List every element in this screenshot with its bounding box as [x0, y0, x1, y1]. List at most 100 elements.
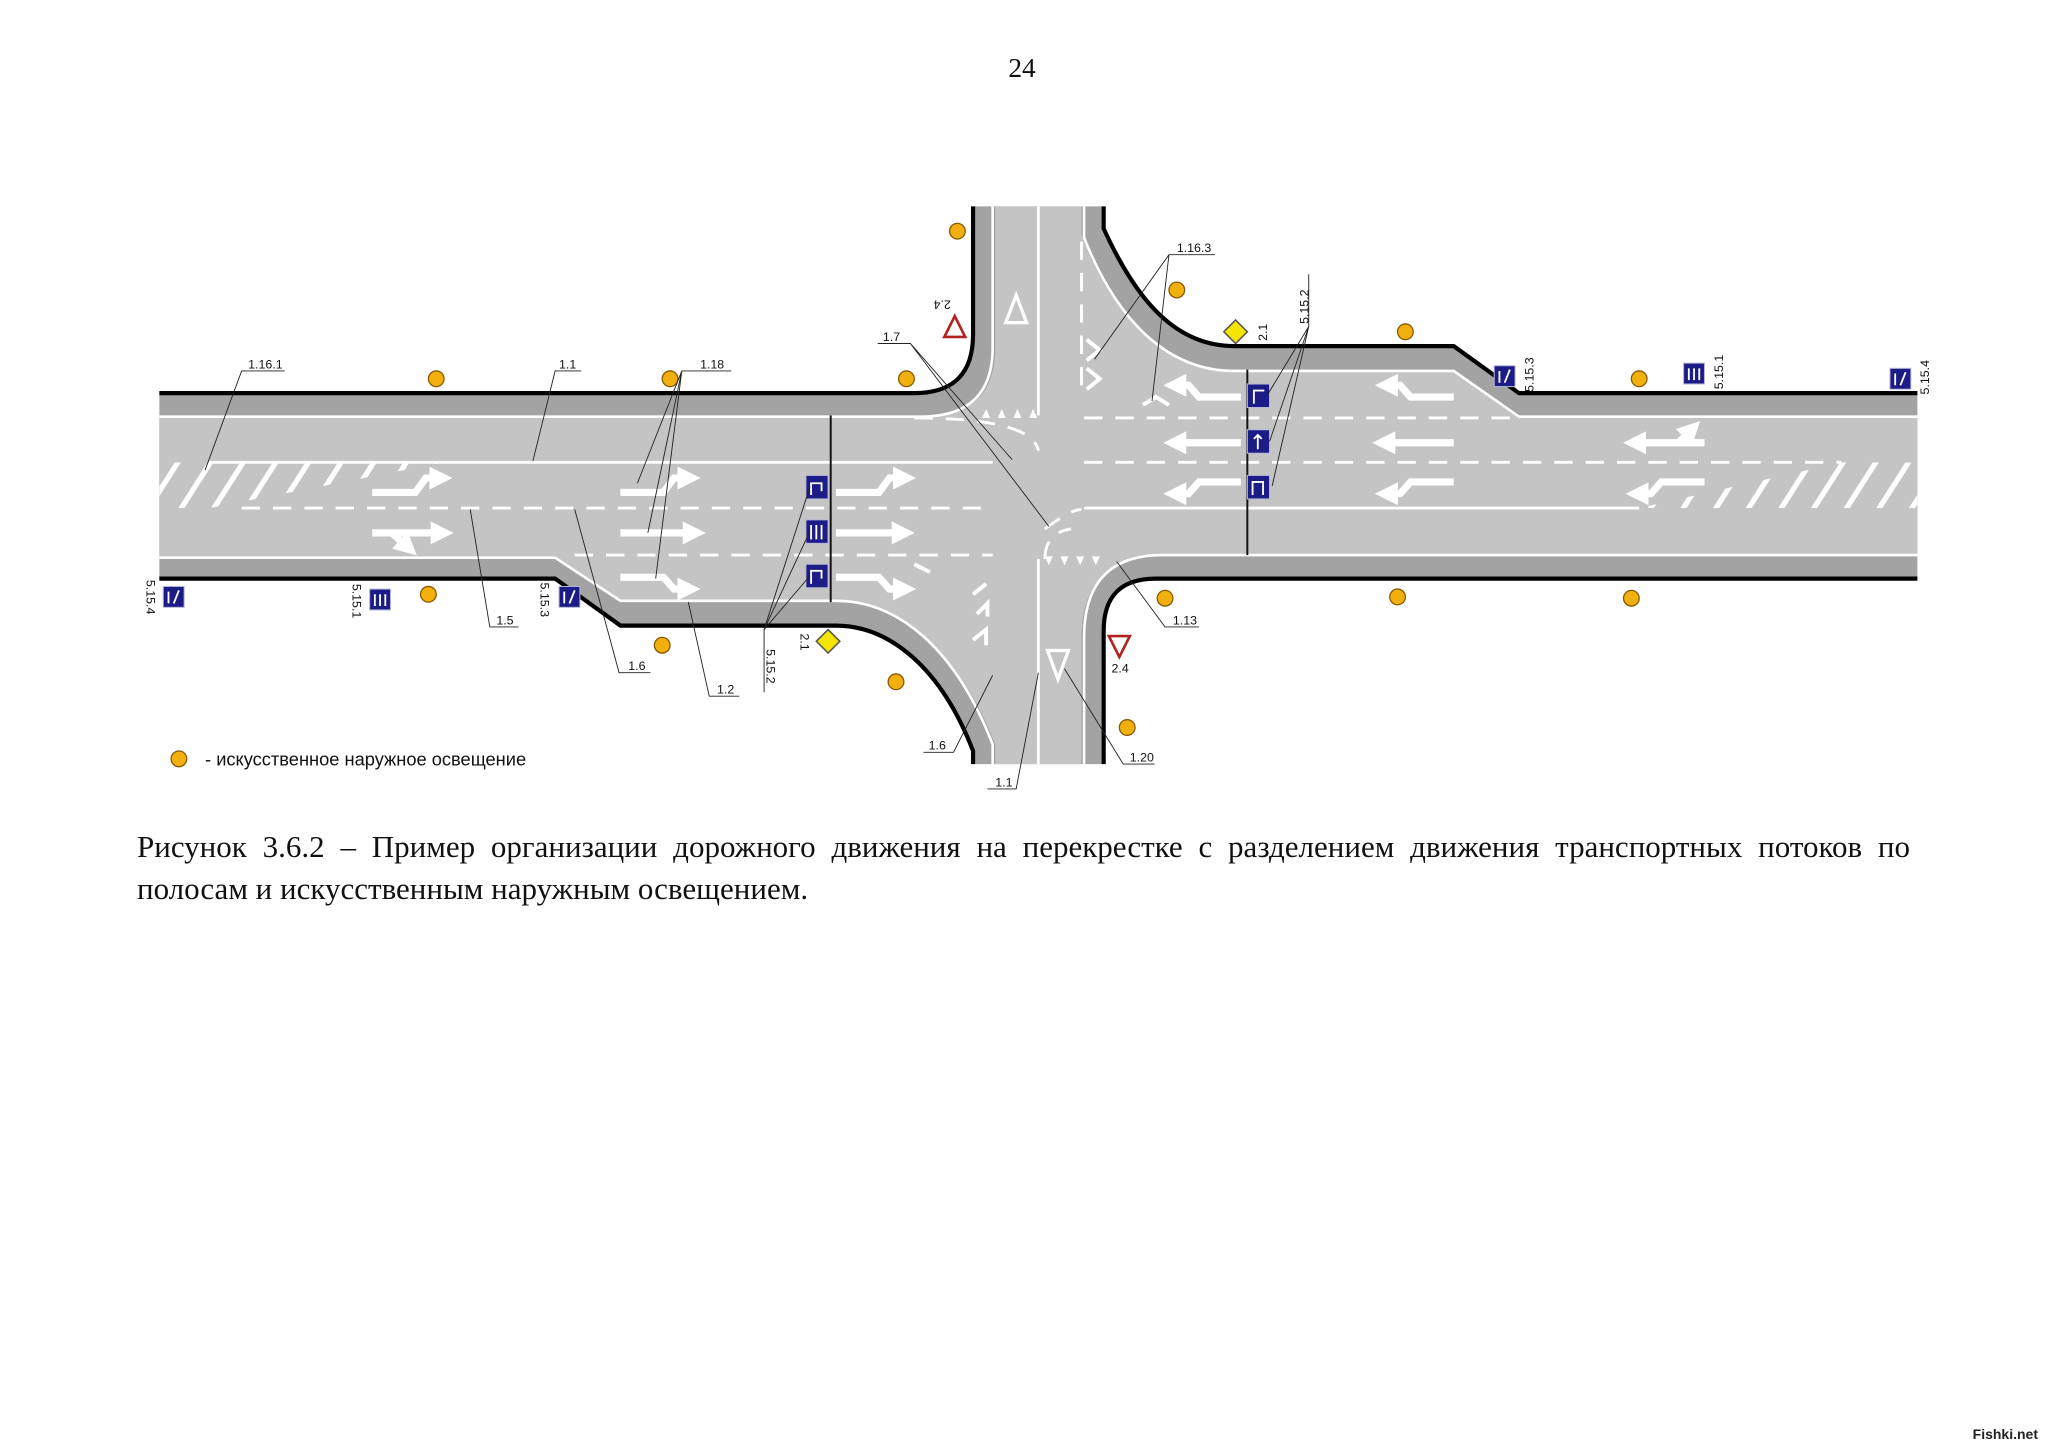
label-1-6: 1.6 [628, 659, 645, 673]
lamp-icon [427, 370, 445, 388]
lamp-icon [1156, 589, 1174, 607]
curb [1101, 206, 1918, 396]
hatched-island-1-16-3 [913, 338, 1170, 646]
arrow-straight-left-turn [1625, 478, 1705, 506]
arrow-right-branch [1675, 420, 1701, 446]
priority-road-sign-2-1-icon [815, 628, 841, 655]
legend: - искусственное наружное освещение [170, 748, 526, 769]
give-way-marking-1-20 [1045, 648, 1071, 684]
lamp-icon [1622, 589, 1640, 607]
leader-line [532, 370, 582, 462]
lamp-icon [1396, 323, 1414, 341]
leader-line [1116, 561, 1200, 628]
edge-line [159, 206, 994, 418]
arrow-left-turn [835, 466, 917, 496]
sign-5-15-2-icon [805, 563, 829, 589]
leader-line [1094, 254, 1215, 402]
arrow-left-turn [1374, 478, 1454, 506]
sign-5-15-3-icon [558, 585, 581, 608]
arrow-right-turn [1374, 373, 1454, 401]
arrow-right-turn [835, 573, 917, 601]
figure-caption: Рисунок 3.6.2 – Пример организации дорож… [137, 829, 1910, 906]
page-number: 24 [1008, 53, 1036, 83]
lamp-icon [948, 222, 966, 240]
lamp-icon [1389, 588, 1407, 606]
arrow-right-branch [389, 530, 417, 556]
leader-line [877, 343, 1050, 527]
label-5-15-4: 5.15.4 [143, 580, 157, 615]
leader-line [687, 602, 740, 697]
label-1-13: 1.13 [1173, 613, 1197, 627]
sign-5-15-4-icon [162, 585, 185, 608]
callouts: 1.16.1 1.1 1.18 1.7 2.4 1.16.3 2.1 5.15.… [143, 241, 1932, 790]
road-asphalt [159, 206, 1918, 765]
leader-line [469, 509, 519, 628]
label-1-7: 1.7 [883, 330, 900, 344]
label-1-6: 1.6 [929, 739, 946, 753]
watermark: Fishki.net [1972, 1426, 2038, 1442]
leader-line [763, 487, 811, 693]
lane-arrows-left [372, 466, 917, 601]
label-5-15-3: 5.15.3 [538, 583, 552, 618]
label-1-2: 1.2 [717, 683, 734, 697]
leader-line [1064, 668, 1155, 765]
leader-line [987, 672, 1039, 790]
edge-line [159, 556, 994, 765]
lamp-icon [1168, 281, 1186, 299]
arrow-left-turn [1163, 478, 1241, 506]
label-2-1: 2.1 [1256, 324, 1270, 341]
curb [159, 206, 976, 396]
label-1-18: 1.18 [700, 357, 724, 371]
give-way-sign-2-4-icon [942, 313, 968, 339]
sign-5-15-2-icon [1246, 383, 1271, 409]
sign-5-15-2-icon [1246, 429, 1271, 454]
leader-line [574, 509, 651, 674]
give-way-marking-1-20 [1003, 290, 1029, 325]
lamp-icon [653, 636, 671, 654]
leader-line [204, 370, 285, 471]
label-2-4: 2.4 [1112, 662, 1129, 676]
arrow-straight-left-turn [372, 466, 453, 496]
curb [159, 576, 976, 765]
leader-line [1266, 274, 1310, 486]
label-1-1: 1.1 [559, 357, 576, 371]
sign-5-15-2-icon [1246, 474, 1271, 500]
label-5-15-2: 5.15.2 [764, 649, 778, 684]
guide-line-1-7 [1044, 507, 1082, 531]
label-2-1: 2.1 [798, 633, 812, 650]
label-1-20: 1.20 [1130, 750, 1154, 764]
legend-text: - искусственное наружное освещение [205, 748, 526, 769]
lamp-icon [1118, 719, 1136, 736]
leader-line [923, 675, 994, 753]
lamp-icon [1630, 370, 1648, 388]
label-5-15-2: 5.15.2 [1298, 289, 1312, 324]
label-5-15-3: 5.15.3 [1522, 357, 1536, 392]
arrow-right-turn [1163, 373, 1241, 401]
street-lamps [419, 222, 1648, 736]
sign-5-15-3-icon [1493, 365, 1516, 388]
sign-5-15-4-icon [1889, 367, 1912, 390]
label-1-1: 1.1 [995, 775, 1012, 789]
leader-line [636, 370, 732, 579]
guide-line-1-7 [1043, 527, 1072, 560]
give-way-line-1-13 [982, 408, 1038, 418]
edge-line [1082, 553, 1918, 765]
label-1-5: 1.5 [496, 613, 513, 627]
give-way-line-1-13 [1044, 556, 1100, 566]
label-5-15-1: 5.15.1 [350, 584, 364, 619]
lamp-icon [887, 673, 905, 691]
priority-road-sign-2-1-icon [1222, 318, 1249, 345]
give-way-sign-2-4-icon [1106, 634, 1132, 660]
arrow-right-turn [620, 573, 701, 601]
lamp-icon [897, 370, 915, 388]
lane-signs [162, 362, 1912, 611]
guide-line-1-7 [914, 416, 1040, 452]
sign-5-15-2-icon [805, 519, 829, 544]
lamp-icon [661, 370, 679, 388]
sign-5-15-1-icon [1683, 362, 1706, 385]
curb [1101, 576, 1918, 765]
label-5-15-1: 5.15.1 [1712, 355, 1726, 390]
lamp-icon [419, 585, 437, 603]
label-1-16-1: 1.16.1 [248, 357, 283, 371]
